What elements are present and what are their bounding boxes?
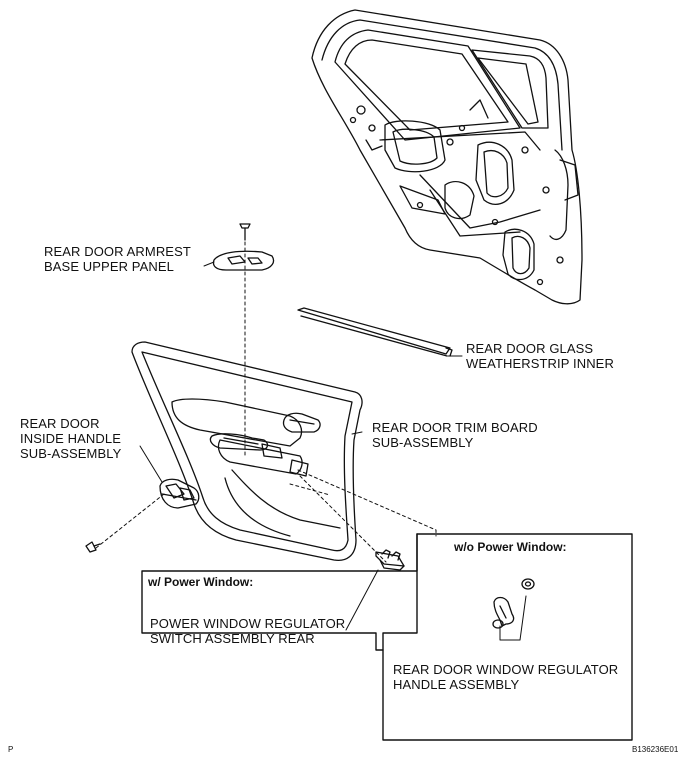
trim-board-part — [131, 341, 363, 562]
armrest-screw-part — [239, 223, 251, 241]
label-line: SUB-ASSEMBLY — [372, 435, 474, 450]
rear-door-frame — [311, 9, 583, 305]
label-line: INSIDE HANDLE — [20, 431, 121, 446]
window-handle-washer-part — [521, 578, 535, 590]
label-line: SWITCH ASSEMBLY REAR — [150, 631, 315, 646]
label-line: WEATHERSTRIP INNER — [466, 356, 614, 371]
label-line: POWER WINDOW REGULATOR — [150, 616, 346, 631]
handle-screw-part — [85, 541, 101, 553]
label-line: BASE UPPER PANEL — [44, 259, 174, 274]
header-with-power-window: w/ Power Window: — [148, 575, 254, 589]
label-inside-handle: REAR DOOR INSIDE HANDLE SUB-ASSEMBLY — [20, 416, 121, 461]
inside-handle-part — [159, 478, 200, 509]
power-window-switch-part — [375, 549, 405, 571]
label-window-regulator-handle: REAR DOOR WINDOW REGULATOR HANDLE ASSEMB… — [393, 662, 618, 692]
label-trim-board: REAR DOOR TRIM BOARD SUB-ASSEMBLY — [372, 420, 538, 450]
label-line: REAR DOOR TRIM BOARD — [372, 420, 538, 435]
window-regulator-handle-part — [492, 596, 515, 629]
label-line: HANDLE ASSEMBLY — [393, 677, 520, 692]
without-power-window-box — [382, 533, 418, 651]
leader-lines — [139, 261, 527, 641]
label-line: REAR DOOR GLASS — [466, 341, 594, 356]
label-line: REAR DOOR — [20, 416, 100, 431]
figure-id: B136236E01 — [632, 745, 679, 754]
label-armrest-base-upper-panel: REAR DOOR ARMREST BASE UPPER PANEL — [44, 244, 191, 274]
label-line: REAR DOOR WINDOW REGULATOR — [393, 662, 619, 677]
footer-left-mark: P — [8, 745, 14, 754]
label-line: SUB-ASSEMBLY — [20, 446, 122, 461]
header-without-power-window: w/o Power Window: — [454, 540, 567, 554]
glass-weatherstrip-part — [297, 307, 453, 357]
dashed-alignment-lines — [95, 241, 437, 563]
label-glass-weatherstrip-inner: REAR DOOR GLASS WEATHERSTRIP INNER — [466, 341, 614, 371]
label-line: REAR DOOR ARMREST — [44, 244, 191, 259]
armrest-base-upper-panel-part — [212, 250, 275, 271]
label-power-window-switch: POWER WINDOW REGULATOR SWITCH ASSEMBLY R… — [150, 616, 345, 646]
